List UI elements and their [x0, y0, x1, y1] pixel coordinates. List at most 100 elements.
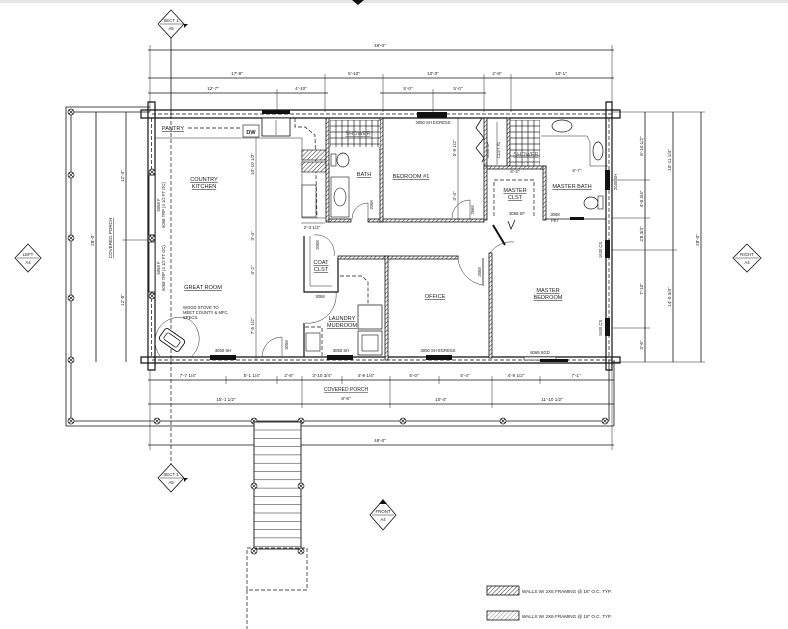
front-stairs[interactable]: [246, 421, 308, 629]
section-marker-bottom[interactable]: SECT 1 A5: [157, 463, 188, 493]
legend-swatch-hatch: [486, 585, 520, 596]
room-label-bedroom1: BEDROOM #1: [393, 174, 430, 180]
marker-sheet: A4: [380, 517, 386, 522]
window-label: 3050 SH EGRESS: [416, 120, 451, 125]
window-label: 3050 SH EGRESS: [421, 348, 456, 353]
legend-label: WALLS W/ 2X6 FRAMING @ 16" O.C. TYP.: [522, 589, 612, 594]
window-label: 1630 CS: [598, 320, 603, 337]
washer-icon: [357, 304, 383, 330]
marker-label: SECT 1: [163, 472, 179, 477]
door-label: 6068 SGD: [530, 350, 550, 355]
door-label: 3068: [550, 212, 560, 217]
door-label: 3068: [284, 340, 289, 350]
dim: 17'-8": [231, 71, 243, 76]
window-label: 6068 F: [156, 198, 161, 211]
window-label: 3050 SH: [333, 348, 349, 353]
north-arrow-icon: [352, 0, 364, 5]
dim: 14'-0 3/4": [667, 287, 672, 307]
laundry-sink-icon: [305, 332, 321, 352]
dim: 10'-11 1/4": [667, 149, 672, 171]
section-marker-top[interactable]: SECT 1 A5: [157, 9, 188, 115]
dim: 5'-1 1/4": [244, 373, 261, 378]
legend-swatch-hatch-light: [486, 610, 520, 621]
top-dimensions: 46'-0" 17'-8" 5'-10" 10'-0" 2'-8" 10'-1"…: [148, 43, 614, 112]
note-wood-stove: WOOD STOVE TO: [183, 305, 219, 310]
master-window-lower: [605, 318, 610, 336]
left-window-lower[interactable]: 6068 F 6068 TRP (4 1/2 FT OC): [148, 241, 166, 300]
dim: 2'8 3/4": [639, 226, 644, 242]
dim: 5'-0": [453, 86, 463, 91]
master-suite-upper: SHOWER 6'-2" MASTER CLST 3068 SF 6'-7" M…: [483, 117, 618, 246]
wood-stove-icon: [158, 328, 186, 352]
left-dimensions: 12'-4" 12'-8" 28'-0" COVERED PORCH: [90, 112, 152, 362]
exterior-walls: [140, 101, 621, 371]
master-window-upper: [605, 240, 610, 258]
window-label: 6068 TRP (4 1/2 FT OC): [161, 182, 166, 228]
dishwasher-label: DW: [246, 130, 256, 136]
dim: 6'-7": [572, 168, 582, 173]
dim: 12'-4": [120, 170, 125, 182]
elevation-marker-front[interactable]: FRONT A4: [369, 499, 397, 531]
door-label: 2068: [369, 200, 374, 210]
marker-label: RIGHT: [740, 252, 754, 257]
dim: 4'-10": [295, 86, 307, 91]
window-label: 6068 TRP (4 1/2 FT OC): [161, 245, 166, 291]
dim: 15'-1 1/2": [216, 397, 236, 402]
dim: 3'-6": [639, 340, 644, 350]
right-dimensions: 6'-10 1/2" 4'-8 3/4" 2'8 3/4" 7'-10" 3'-…: [612, 111, 705, 363]
dim: 5'-0": [403, 86, 413, 91]
great-room: GREAT ROOM WOOD STOVE TO MEET COUNTY & M…: [154, 285, 289, 360]
marker-label: FRONT: [375, 509, 390, 514]
left-window-upper[interactable]: 6068 F 6068 TRP (4 1/2 FT OC): [148, 168, 166, 242]
dim: 3'-4": [452, 191, 457, 201]
stove-icon: [301, 149, 327, 161]
room-label-laundry: LAUNDRY: [329, 316, 356, 322]
room-label-master-bath: MASTER BATH: [552, 184, 591, 190]
room-label-kitchen: KITCHEN: [192, 184, 217, 190]
master-shower-icon: [510, 120, 540, 166]
dim: 10'-4": [435, 397, 447, 402]
room-label-shower: SHOWER: [345, 131, 370, 137]
door-label: 5068 SF: [485, 142, 490, 158]
dim: 7'-7 1/4": [180, 373, 197, 378]
dim: 7'-10": [639, 283, 644, 295]
porch-outline: [65, 106, 615, 427]
dim: 2'-3 1/2": [304, 225, 321, 230]
dim: 10'-1": [555, 71, 567, 76]
fridge-icon: [301, 184, 317, 218]
dim: 3'-2": [250, 265, 255, 275]
dim: 5'-0": [409, 373, 419, 378]
room-label-clst1: CLST #1: [496, 141, 501, 158]
door-label: 2668: [477, 267, 482, 277]
office-master-bedroom: 2668 OFFICE 3050 SH EGRESS MASTER BEDROO…: [387, 240, 610, 362]
dim: 11'-10 1/2": [541, 397, 563, 402]
dishwasher: [242, 124, 260, 138]
kitchen-window: [262, 110, 290, 114]
marker-sheet: A4: [744, 260, 750, 265]
bedroom-window: [417, 112, 447, 118]
room-label-covered-porch-left: COVERED PORCH: [108, 218, 113, 259]
window-label: 3050 SH: [215, 348, 231, 353]
marker-sheet: A5: [168, 26, 174, 31]
note-wood-stove: SPECS.: [183, 315, 198, 320]
bath: SHOWER BATH 2068: [325, 117, 485, 223]
master-bath-window: [605, 170, 610, 190]
elevation-marker-right[interactable]: RIGHT A4: [732, 243, 762, 273]
master-sink-icon: [592, 141, 604, 161]
note-wood-stove: MEET COUNTY & MFC.: [183, 310, 229, 315]
marker-sheet: A4: [25, 260, 31, 265]
elevation-marker-left[interactable]: LEFT A4: [14, 243, 42, 273]
dim: 4'-9 1/2": [508, 373, 525, 378]
room-label-covered-porch-front: COVERED PORCH: [324, 387, 369, 393]
marker-label: LEFT: [23, 252, 34, 257]
room-label-master-bedroom: MASTER: [536, 288, 559, 294]
toilet-icon: [336, 152, 350, 168]
dim: 6'-2": [510, 169, 520, 174]
dim: 12'-8": [120, 294, 125, 306]
dim: 10'-10 1/2": [250, 153, 255, 175]
door-label: 3068: [315, 294, 325, 299]
room-label-master-bedroom: BEDROOM: [534, 295, 563, 301]
marker-label: SECT 1: [163, 18, 179, 23]
door-label: 2668: [470, 205, 475, 215]
